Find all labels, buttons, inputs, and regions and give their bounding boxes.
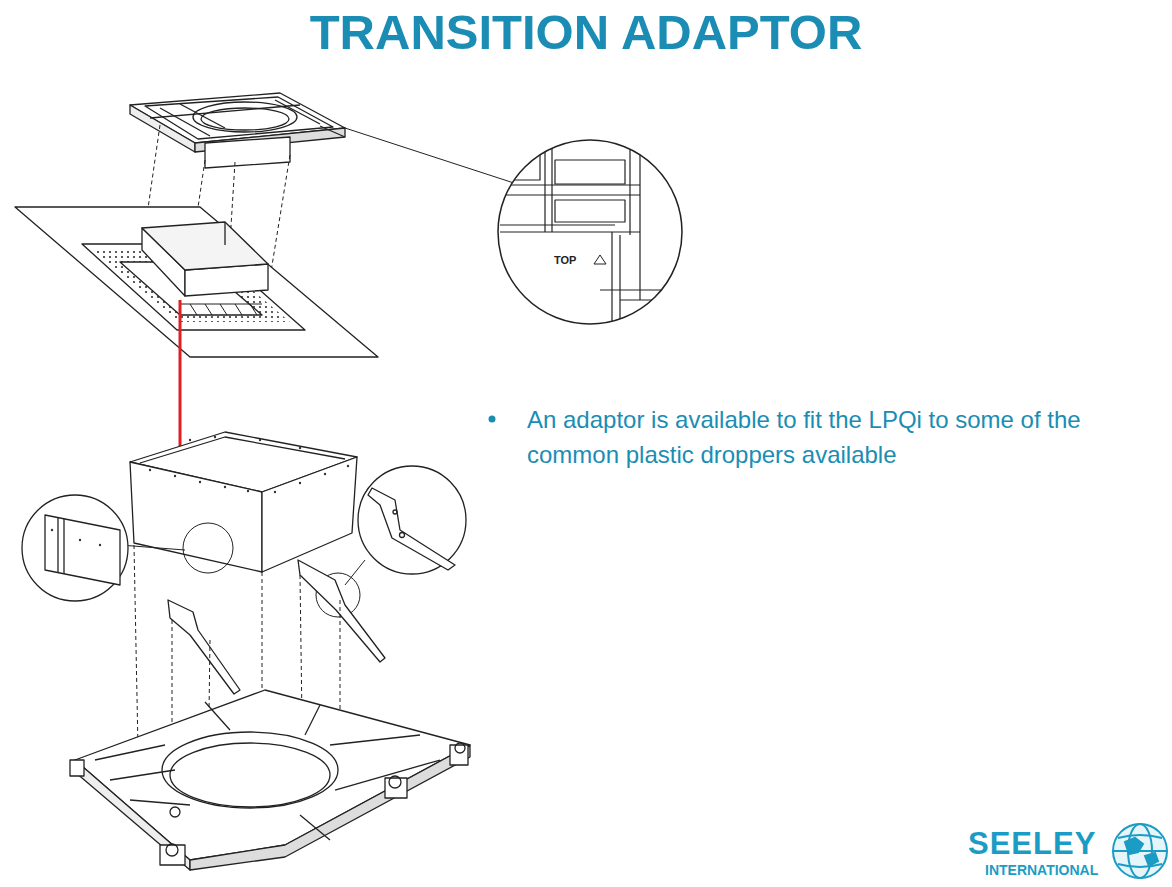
bullet-dot bbox=[489, 416, 496, 423]
globe-logo bbox=[1113, 824, 1167, 878]
adaptor-box bbox=[130, 432, 357, 572]
logo-name: SEELEY bbox=[968, 826, 1128, 862]
logo-subtitle: INTERNATIONAL bbox=[985, 862, 1125, 878]
bullet-text: An adaptor is available to fit the LPQi … bbox=[527, 403, 1127, 473]
zoom-detail-corner bbox=[22, 495, 233, 601]
slide-title: TRANSITION ADAPTOR bbox=[0, 4, 1172, 60]
ceiling-sheet bbox=[15, 207, 378, 357]
base-frame bbox=[70, 690, 470, 870]
zoom-callout bbox=[345, 128, 690, 330]
brackets bbox=[168, 560, 385, 694]
top-frame bbox=[130, 93, 345, 168]
orientation-mark: TOP bbox=[554, 254, 594, 267]
